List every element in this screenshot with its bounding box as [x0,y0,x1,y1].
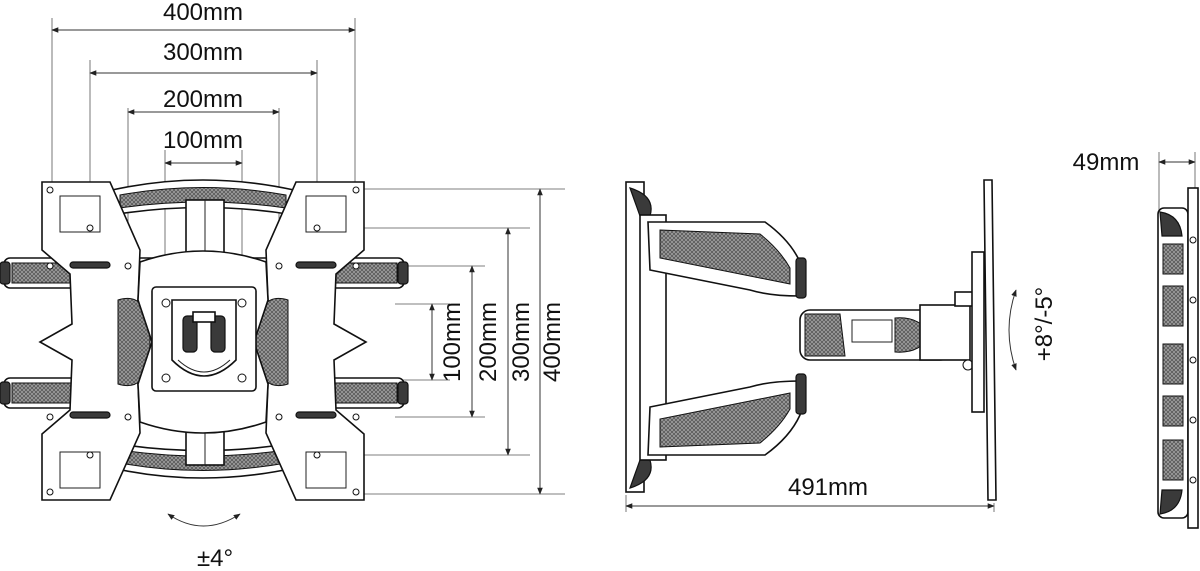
dim-h-400: 400mm [163,0,243,26]
extension-label: 491mm [788,474,868,501]
dim-v-100: 100mm [439,302,466,382]
profile-view: 49mm [1073,149,1199,529]
tilt-arrow [1008,289,1017,371]
dim-v-400: 400mm [539,302,566,382]
depth-label: 49mm [1073,149,1140,176]
side-view: 491mm +8°/-5° [625,179,1058,512]
dim-h-300: 300mm [163,39,243,66]
swivel-label: ±4° [197,545,233,571]
vertical-dimension-lines [358,188,565,495]
dim-v-300: 300mm [508,302,535,382]
mount-bracket-front [0,179,409,501]
dim-v-200: 200mm [475,302,502,382]
dim-h-100: 100mm [163,127,243,154]
tilt-label: +8°/-5° [1031,287,1058,362]
dim-h-200: 200mm [163,86,243,113]
front-view: 400mm 300mm 200mm 100mm 100mm 200mm 300m… [0,0,566,571]
swivel-arrow [167,513,241,527]
